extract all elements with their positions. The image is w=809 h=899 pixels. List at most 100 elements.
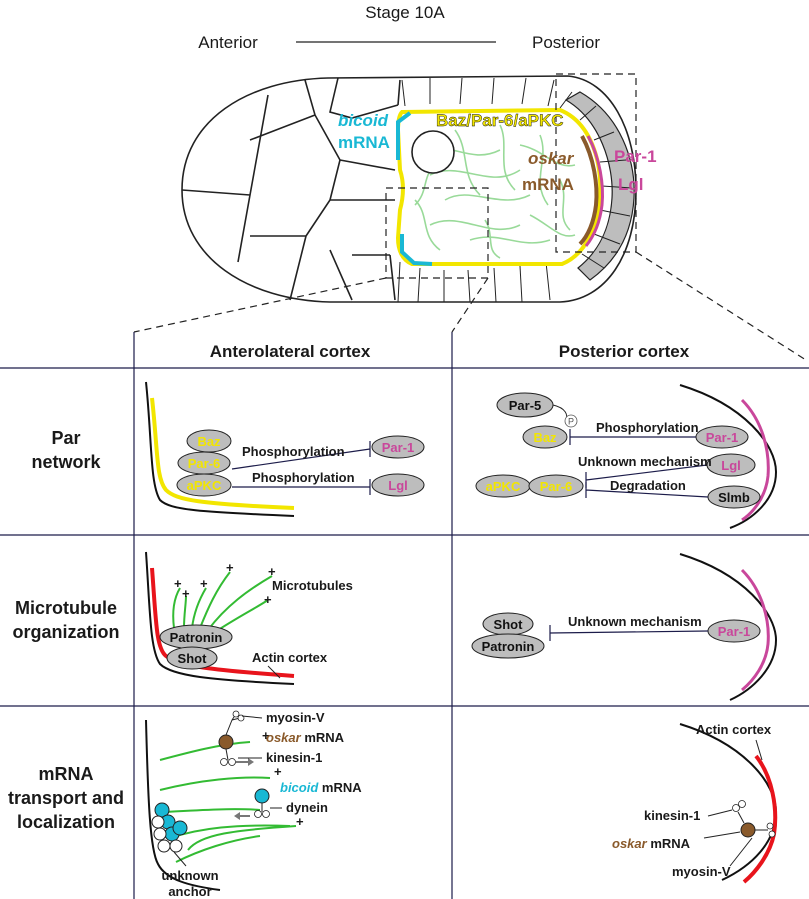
par-post-cortex-magenta (740, 398, 770, 522)
par6-label-post: Par-6 (540, 479, 573, 494)
plus-2: + (182, 586, 190, 601)
row-header-mrna-2: transport and (8, 788, 124, 808)
shot-pill (166, 646, 218, 670)
oskar-cargo-post (740, 822, 756, 838)
mrna-ant-microtubules (159, 741, 297, 863)
dynein-label: dynein (286, 800, 328, 815)
mrna-posterior-panel: Actin cortex kinesin-1 oskar mRNA myosin… (612, 722, 778, 884)
baz-label-post: Baz (533, 430, 557, 445)
actin-leader (267, 665, 281, 679)
patronin-label: Patronin (170, 630, 223, 645)
kinesin-motor (225, 748, 229, 761)
inhibit-par1 (231, 441, 371, 470)
par1-label: Par-1 (382, 440, 415, 455)
oskar-mrna-label-ant: oskar mRNA (266, 730, 345, 745)
bicoid-cortex-top (396, 111, 412, 160)
oskar-label: oskar (528, 149, 575, 168)
par1-pill (371, 435, 425, 459)
par6-label: Par-6 (188, 456, 221, 471)
posterior-zoom-box (555, 73, 637, 253)
par-ant-cortex-black (145, 381, 295, 517)
actin-leader-post (755, 739, 763, 761)
lgl-pill (371, 473, 425, 497)
mt-posterior-panel: Shot Patronin Par-1 Unknown mechanism (471, 553, 778, 701)
anchored-bicoid-cluster (151, 802, 188, 853)
actin-label: Actin cortex (252, 650, 328, 665)
plus-b: + (274, 764, 282, 779)
mrna-post-cortex-black (679, 723, 778, 881)
lgl-label: Lgl (388, 478, 408, 493)
par6-pill-post (528, 474, 584, 498)
par5-label: Par-5 (509, 398, 542, 413)
plus-4: + (226, 560, 234, 575)
anchor-label-1: unknown (161, 868, 218, 883)
row-header-mrna-1: mRNA (38, 764, 93, 784)
oskar-mrna-label-post: oskar mRNA (612, 836, 691, 851)
column-header-anterolateral: Anterolateral cortex (210, 342, 371, 361)
actin-label-post: Actin cortex (696, 722, 772, 737)
zoom-line-3 (635, 251, 807, 361)
phos-label-post: Phosphorylation (596, 420, 699, 435)
kinesin-motor-post (737, 811, 745, 824)
oskar-crescent (578, 135, 599, 246)
myosin-label-post: myosin-V (672, 864, 731, 879)
mt-post-cortex-magenta (740, 568, 770, 692)
row-header-par-1: Par (51, 428, 80, 448)
follicle-cell-lines (397, 77, 633, 303)
apkc-label-post: aPKC (486, 479, 521, 494)
apkc-label: aPKC (187, 478, 222, 493)
par1-label-post: Par-1 (706, 430, 739, 445)
oskar-mrna-suffix-post: mRNA (647, 836, 691, 851)
bicoid-italic: bicoid (280, 780, 319, 795)
oocyte-nucleus (411, 130, 455, 174)
zoom-line-1 (133, 277, 387, 333)
posterior-label: Posterior (532, 33, 600, 52)
plus-5: + (268, 564, 276, 579)
plus-6: + (264, 592, 272, 607)
bicoid-cortex-bottom (400, 234, 433, 266)
myosin-leader (241, 715, 263, 719)
oskar-leader-post (703, 831, 741, 839)
row-header-par-2: network (31, 452, 101, 472)
oskar-italic-post: oskar (612, 836, 648, 851)
mt-ant-cortex-black (145, 551, 295, 685)
lgl-label: Lgl (618, 175, 644, 194)
oskar-mrna-label: mRNA (522, 175, 574, 194)
shot-label-post: Shot (494, 617, 524, 632)
par-post-cortex-black (679, 384, 778, 529)
oskar-mrna-suffix: mRNA (301, 730, 345, 745)
mrna-anterolateral-panel: + + + myosin-V oskar mRNA kinesin-1 bico… (145, 710, 362, 899)
phos2-label: Phosphorylation (252, 470, 355, 485)
par1-label-mt: Par-1 (718, 624, 751, 639)
row-header-mrna-3: localization (17, 812, 115, 832)
myosin-leader-post (729, 837, 753, 867)
bicoid-mrna-suffix: mRNA (318, 780, 362, 795)
slmb-label: Slmb (718, 490, 750, 505)
phos1-label: Phosphorylation (242, 444, 345, 459)
column-header-posterior: Posterior cortex (559, 342, 690, 361)
oskar-cargo (218, 734, 234, 750)
nurse-cell-boundaries (181, 77, 401, 301)
mt-ant-microtubules (172, 571, 273, 635)
kinesin-label-post: kinesin-1 (644, 808, 700, 823)
baz-label: Baz (197, 434, 221, 449)
inhibit-baz (569, 429, 696, 445)
phospho-p (564, 414, 578, 428)
inhibit-shot (549, 625, 709, 641)
zoom-line-2 (451, 277, 489, 333)
complex-label: Baz/Par-6/aPKC (436, 111, 564, 130)
par1-label: Par-1 (614, 147, 657, 166)
par-ant-cortex-yellow (150, 397, 295, 510)
oskar-italic: oskar (266, 730, 302, 745)
par1-lgl-crescent (584, 135, 604, 247)
bicoid-mrna-label: mRNA (338, 133, 390, 152)
degradation-label: Degradation (610, 478, 686, 493)
kinesin-label: kinesin-1 (266, 750, 322, 765)
plus-1: + (174, 576, 182, 591)
anterolateral-zoom-box (385, 187, 489, 279)
kinesin-leader-post (707, 809, 733, 817)
patronin-pill-post (471, 633, 545, 659)
shot-label: Shot (178, 651, 208, 666)
bicoid-cargo (254, 788, 270, 804)
